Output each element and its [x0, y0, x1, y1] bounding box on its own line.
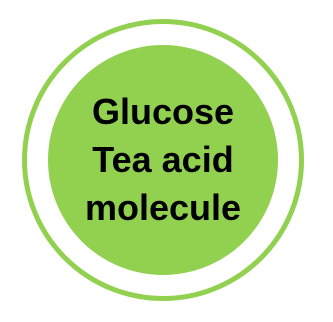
node-label-line-2: Tea acid — [92, 139, 234, 180]
node-circle: Glucose Tea acid molecule — [48, 45, 278, 275]
node-label-line-3: molecule — [84, 187, 242, 228]
node-label-line-1: Glucose — [91, 91, 235, 132]
